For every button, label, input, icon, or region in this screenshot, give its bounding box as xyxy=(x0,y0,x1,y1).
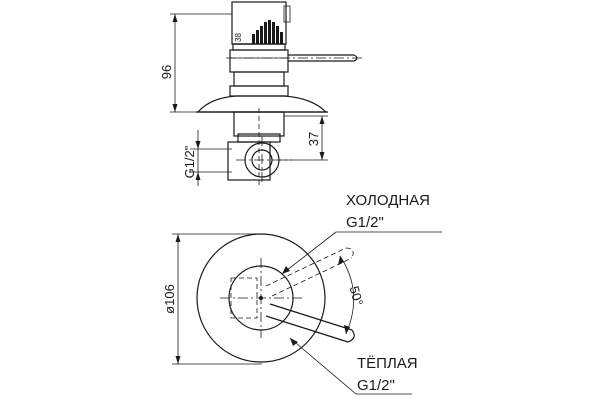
warm-inlet-leader xyxy=(289,337,412,395)
escutcheon-plate xyxy=(196,95,328,113)
warm-inlet-label: ТЁПЛАЯ xyxy=(357,355,418,372)
side-view: 96 38 xyxy=(159,1,362,186)
lever-warm-position xyxy=(265,303,355,343)
depth-dimension-label: 37 xyxy=(306,132,321,146)
angle-dimension: 50° xyxy=(338,255,367,335)
hidden-body-outline xyxy=(230,277,258,319)
scale-mark-38: 38 xyxy=(234,33,243,42)
height-dimension: 96 xyxy=(159,13,232,113)
escutcheon-outline xyxy=(196,233,326,363)
diameter-dimension: ø106 xyxy=(162,233,262,365)
thread-dimension-label: G1/2" xyxy=(182,145,197,178)
diameter-dimension-label: ø106 xyxy=(162,284,177,314)
depth-dimension: 37 xyxy=(280,115,328,161)
cold-inlet-label: ХОЛОДНАЯ xyxy=(346,192,430,209)
height-dimension-label: 96 xyxy=(159,65,174,79)
valve-body xyxy=(227,108,292,186)
handle-body: 38 xyxy=(229,1,291,97)
warm-inlet-thread: G1/2" xyxy=(357,377,395,394)
angle-dimension-label: 50° xyxy=(347,284,367,307)
top-view: ø106 50° xyxy=(162,231,442,395)
lever-arm xyxy=(226,54,362,62)
thread-dimension: G1/2" xyxy=(182,130,232,186)
cold-inlet-thread: G1/2" xyxy=(346,214,384,231)
cold-inlet-leader xyxy=(281,231,442,275)
